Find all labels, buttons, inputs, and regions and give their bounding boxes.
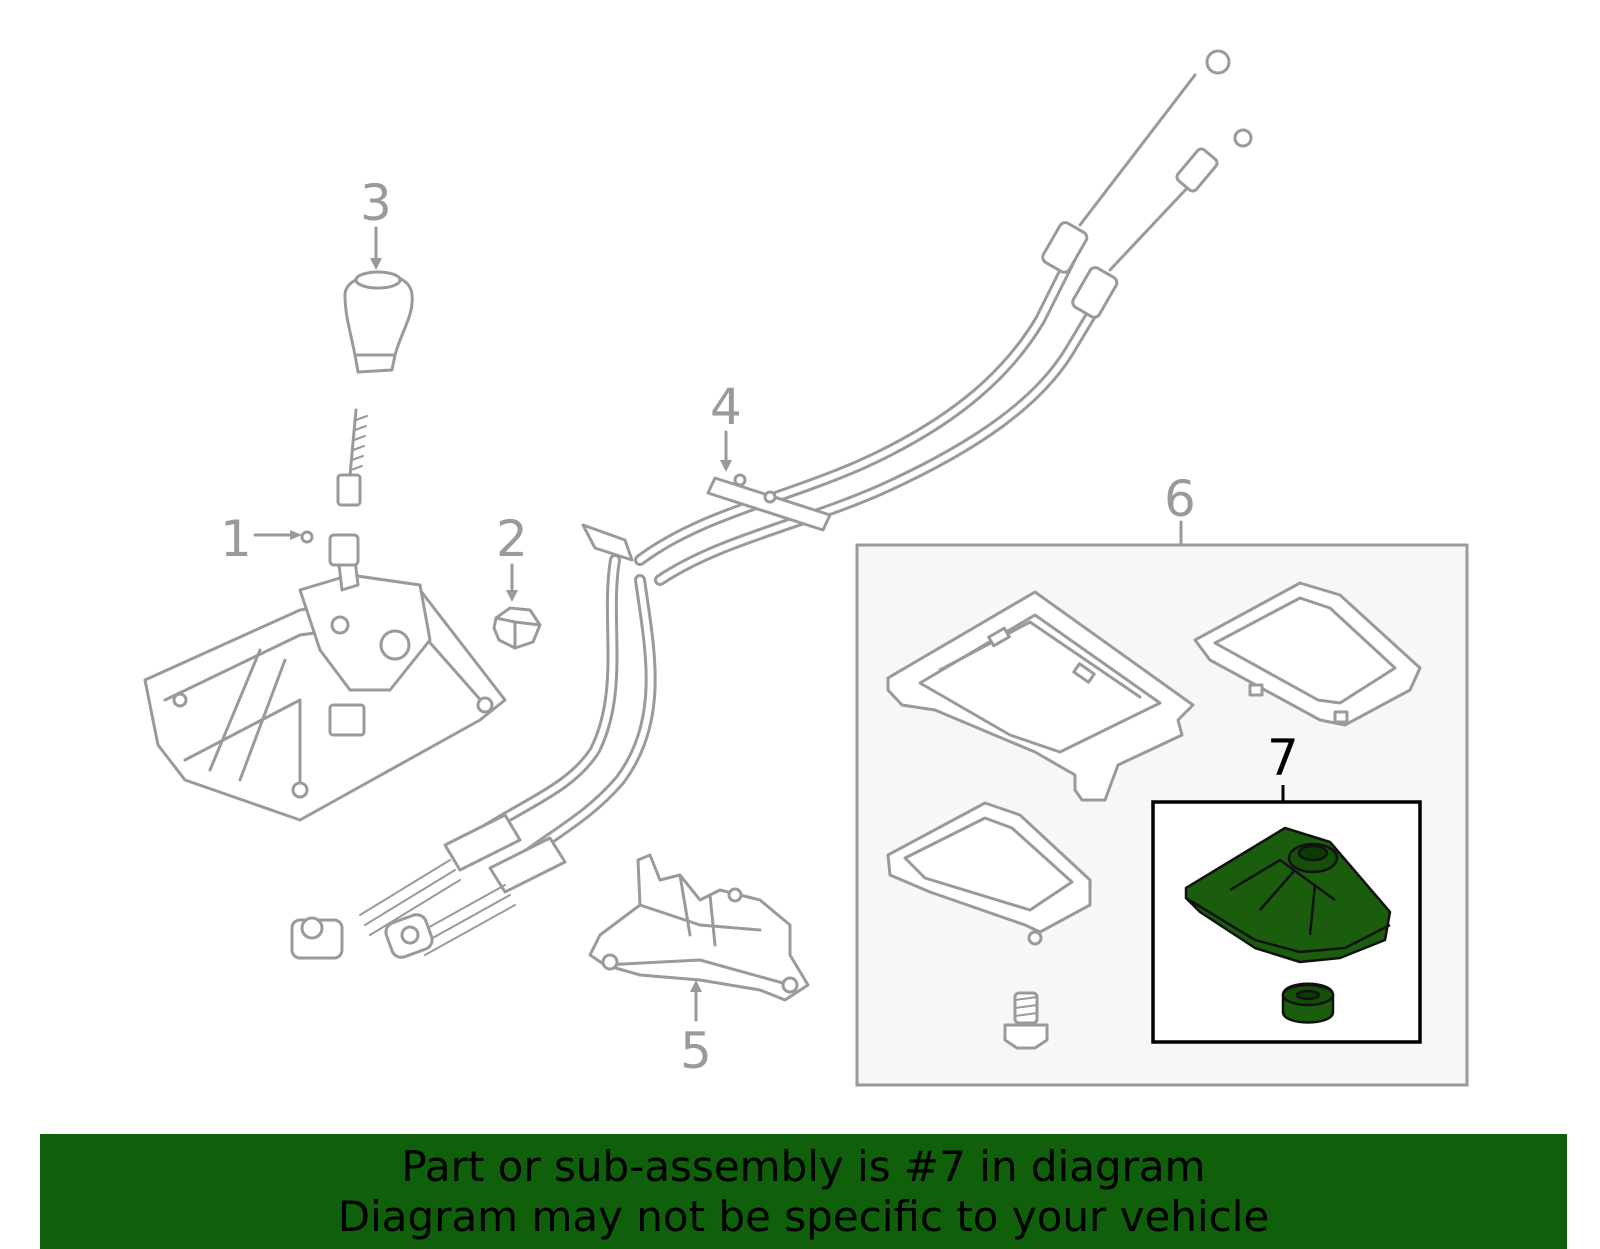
callout-4: 4 (710, 378, 742, 436)
bracket-arrow (720, 430, 732, 472)
nut (492, 563, 542, 650)
callout-7: 7 (1267, 729, 1299, 787)
shift-knob (343, 226, 414, 374)
callout-5: 5 (680, 1022, 712, 1080)
info-banner: Part or sub-assembly is #7 in diagram Di… (40, 1134, 1567, 1249)
callout-1: 1 (220, 510, 252, 568)
callout-3: 3 (360, 174, 392, 232)
shift-boot-group (1151, 785, 1422, 1044)
shifter-assembly (143, 408, 507, 822)
banner-line-1: Part or sub-assembly is #7 in diagram (401, 1141, 1206, 1191)
shift-cables (290, 49, 1253, 960)
mounting-bracket (588, 853, 810, 1022)
banner-line-2: Diagram may not be specific to your vehi… (337, 1191, 1270, 1241)
callout-2: 2 (496, 510, 528, 568)
callout-6: 6 (1164, 470, 1196, 528)
